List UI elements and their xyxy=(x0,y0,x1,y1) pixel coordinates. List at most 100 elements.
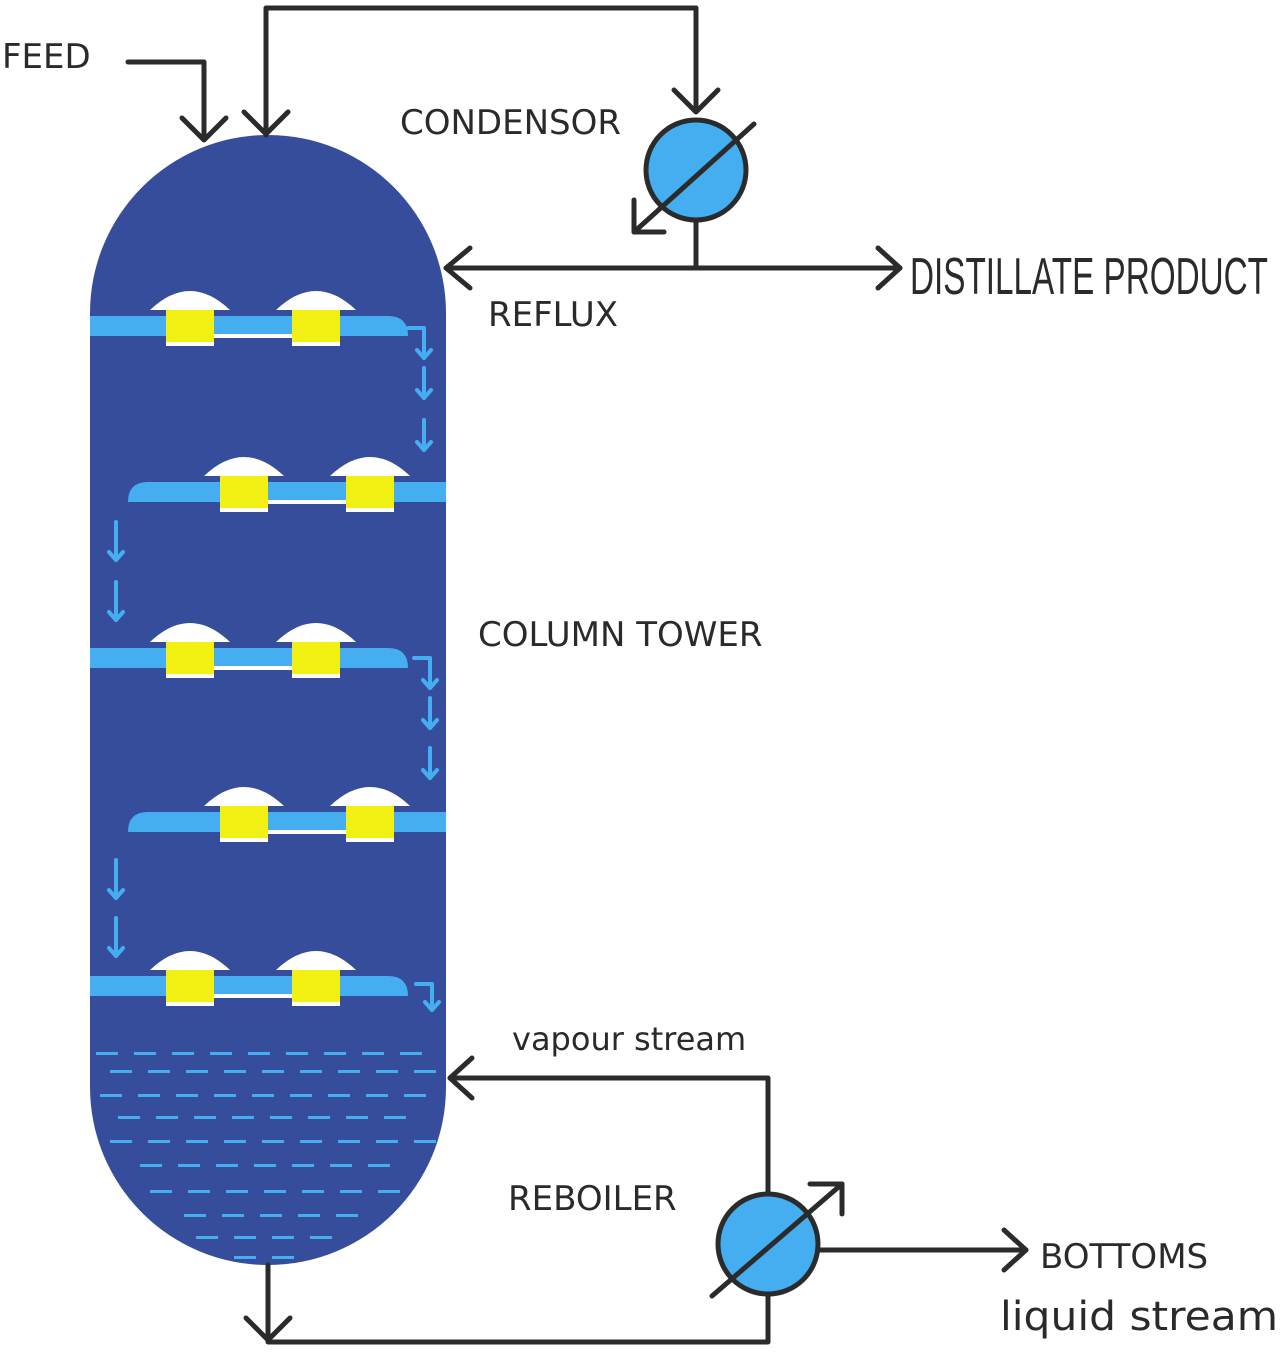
liquid-dash xyxy=(184,1214,206,1217)
bubble-cap xyxy=(150,951,230,1006)
condensor-inlet-arrow xyxy=(671,87,721,115)
bubble-cap xyxy=(276,291,356,346)
liquid-dash xyxy=(400,1052,422,1055)
liquid-dash xyxy=(186,1070,208,1073)
liquid-dash xyxy=(264,1190,286,1193)
cap-riser xyxy=(346,474,394,510)
distillate-arrowhead xyxy=(875,245,903,291)
liquid-dash xyxy=(272,1236,294,1239)
vapour-stream-label: vapour stream xyxy=(512,1020,746,1058)
cap-riser xyxy=(292,308,340,344)
cap-dome xyxy=(150,951,230,970)
bubble-cap xyxy=(204,457,284,512)
downcomer-arrow xyxy=(414,982,441,1012)
liquid-dash xyxy=(338,1070,360,1073)
cap-base xyxy=(220,838,268,842)
liquid-dash xyxy=(414,1070,436,1073)
tray xyxy=(128,457,446,512)
bubble-cap xyxy=(276,623,356,678)
liquid-dash xyxy=(214,1094,236,1097)
downcomer-arrow xyxy=(415,366,433,400)
liquid-dash xyxy=(270,1116,292,1119)
liquid-dash xyxy=(186,1140,208,1143)
tray xyxy=(90,623,408,678)
liquid-dash xyxy=(178,1164,200,1167)
downcomer-arrow xyxy=(421,746,439,780)
cap-riser xyxy=(166,308,214,344)
cap-dome xyxy=(330,457,410,476)
tray-plate xyxy=(128,482,446,502)
cap-riser xyxy=(220,804,268,840)
tray xyxy=(90,291,408,346)
liquid-dash xyxy=(368,1164,390,1167)
tray-plate xyxy=(90,316,408,336)
tray-plate xyxy=(128,812,446,832)
liquid-dash xyxy=(362,1052,384,1055)
cap-dome xyxy=(276,951,356,970)
reboiler-coil-arrow xyxy=(709,1181,845,1299)
tray-plate xyxy=(90,648,408,668)
liquid-dash xyxy=(110,1140,132,1143)
cap-base xyxy=(346,838,394,842)
liquid-dash xyxy=(414,1140,436,1143)
tray-weir-line xyxy=(264,500,350,504)
cap-dome xyxy=(150,291,230,310)
liquid-dash xyxy=(378,1190,400,1193)
bubble-cap xyxy=(276,951,356,1006)
cap-base xyxy=(166,674,214,678)
liquid-dash xyxy=(252,1094,274,1097)
downcomer-arrow xyxy=(406,326,433,360)
liquid-dash xyxy=(260,1214,282,1217)
bottom-outlet-line xyxy=(265,1262,771,1345)
liquid-dash xyxy=(262,1070,284,1073)
tray-weir-line xyxy=(210,666,296,670)
cap-base xyxy=(292,1002,340,1006)
liquid-dash xyxy=(226,1190,248,1193)
liquid-dash xyxy=(330,1164,352,1167)
bottoms-label: BOTTOMS xyxy=(1040,1237,1208,1277)
liquid-dash xyxy=(224,1070,246,1073)
liquid-dash xyxy=(302,1190,324,1193)
reboiler-label: REBOILER xyxy=(508,1179,677,1219)
cap-dome xyxy=(150,623,230,642)
liquid-dash xyxy=(324,1052,346,1055)
liquid-dash xyxy=(300,1140,322,1143)
downcomer-arrow xyxy=(415,418,433,452)
liquid-dash xyxy=(338,1140,360,1143)
reboiler xyxy=(709,1181,845,1299)
cap-base xyxy=(220,508,268,512)
downcomer-arrow xyxy=(107,520,125,562)
downcomer-arrow xyxy=(107,916,125,958)
tray-plate xyxy=(90,976,408,996)
bubble-cap xyxy=(330,457,410,512)
liquid-dash xyxy=(100,1094,122,1097)
reflux-return-arrow-top xyxy=(241,109,291,137)
downcomer-arrow xyxy=(421,696,439,730)
cap-base xyxy=(346,508,394,512)
feed-line xyxy=(125,59,207,141)
downcomer-arrow xyxy=(107,580,125,622)
bubble-cap xyxy=(150,291,230,346)
cap-dome xyxy=(276,623,356,642)
downcomer-arrow xyxy=(412,656,439,690)
liquid-dash xyxy=(234,1256,256,1259)
liquid-dash xyxy=(176,1094,198,1097)
bottoms-arrowhead xyxy=(1001,1227,1029,1273)
tray-weir-line xyxy=(210,334,296,338)
cap-base xyxy=(166,1002,214,1006)
overhead-line xyxy=(263,5,699,138)
cap-base xyxy=(292,674,340,678)
liquid-dash xyxy=(286,1052,308,1055)
liquid-dash xyxy=(340,1190,362,1193)
liquid-dash xyxy=(134,1052,156,1055)
liquid-dash xyxy=(96,1052,118,1055)
liquid-dash xyxy=(376,1140,398,1143)
trays-group xyxy=(90,291,446,1006)
cap-riser xyxy=(166,640,214,676)
liquid-dash xyxy=(272,1256,294,1259)
liquid-dash xyxy=(172,1052,194,1055)
bubble-cap xyxy=(204,787,284,842)
cap-base xyxy=(166,342,214,346)
